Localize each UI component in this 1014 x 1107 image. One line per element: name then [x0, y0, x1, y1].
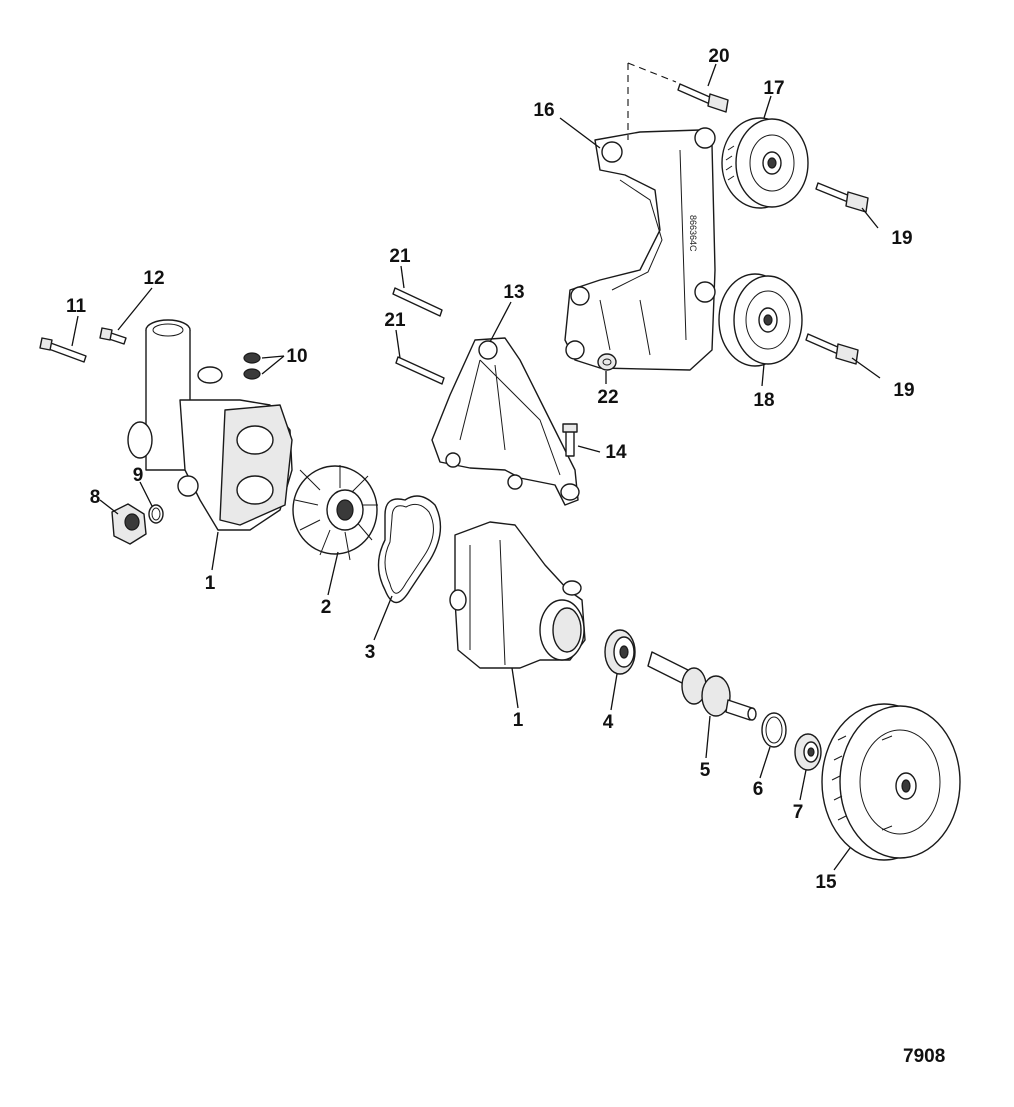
callout-3: 3	[365, 642, 376, 663]
callout-20: 20	[708, 46, 729, 67]
callout-22: 22	[597, 387, 618, 408]
part-21-stud-upper	[392, 287, 443, 317]
part-4-bearing	[604, 629, 636, 675]
callout-11: 11	[66, 296, 87, 317]
callout-21-upper: 21	[389, 246, 411, 267]
svg-text:866364C: 866364C	[688, 215, 698, 252]
part-19-bolt-lower	[805, 333, 859, 365]
part-15-drive-pulley	[821, 703, 961, 861]
callout-12: 12	[143, 268, 164, 289]
part-17-grooved-pulley	[721, 117, 809, 209]
part-14-bolt	[562, 423, 578, 457]
part-11-bolt	[39, 337, 87, 363]
figure-number: 7908	[903, 1046, 945, 1067]
callout-4: 4	[603, 712, 614, 733]
callout-14: 14	[605, 442, 627, 463]
part-20-bolt	[677, 83, 729, 113]
callout-5: 5	[700, 760, 711, 781]
leader-lines	[71, 62, 881, 871]
part-6-snap-ring	[761, 712, 787, 748]
callout-10: 10	[286, 346, 307, 367]
part-18-smooth-pulley	[718, 273, 803, 367]
callout-21-lower: 21	[384, 310, 406, 331]
callout-labels: 20 17 16 19 19 18 22 21 21 13 14 11 12 1…	[66, 46, 915, 893]
callout-1-center: 1	[513, 710, 524, 731]
part-1-seawater-pump-cover	[127, 319, 293, 531]
part-1-pump-body	[449, 521, 586, 669]
callout-13: 13	[503, 282, 524, 303]
callout-16: 16	[533, 100, 554, 121]
callout-19-upper: 19	[891, 228, 912, 249]
part-19-bolt-upper	[815, 182, 869, 213]
part-5-shaft	[647, 651, 757, 721]
part-2-impeller	[292, 465, 378, 561]
part-3-gasket	[377, 495, 442, 604]
callout-2: 2	[321, 597, 332, 618]
callout-17: 17	[763, 78, 784, 99]
part-8-drain-plug	[111, 503, 147, 545]
callout-18: 18	[753, 390, 774, 411]
callout-1-left: 1	[205, 573, 216, 594]
part-9-o-ring	[148, 504, 164, 524]
part-16-idler-bracket: 866364C	[564, 127, 716, 371]
callout-19-lower: 19	[893, 380, 914, 401]
part-12-bolt	[99, 327, 127, 345]
callout-9: 9	[133, 465, 144, 486]
part-22-nut	[597, 353, 617, 371]
part-7-seal	[794, 733, 822, 771]
callout-8: 8	[90, 487, 101, 508]
callout-15: 15	[815, 872, 837, 893]
callout-7: 7	[793, 802, 804, 823]
part-10-screws	[243, 352, 261, 380]
part-21-stud-lower	[395, 356, 445, 385]
callout-6: 6	[753, 779, 764, 800]
part-13-pump-bracket	[431, 337, 580, 506]
